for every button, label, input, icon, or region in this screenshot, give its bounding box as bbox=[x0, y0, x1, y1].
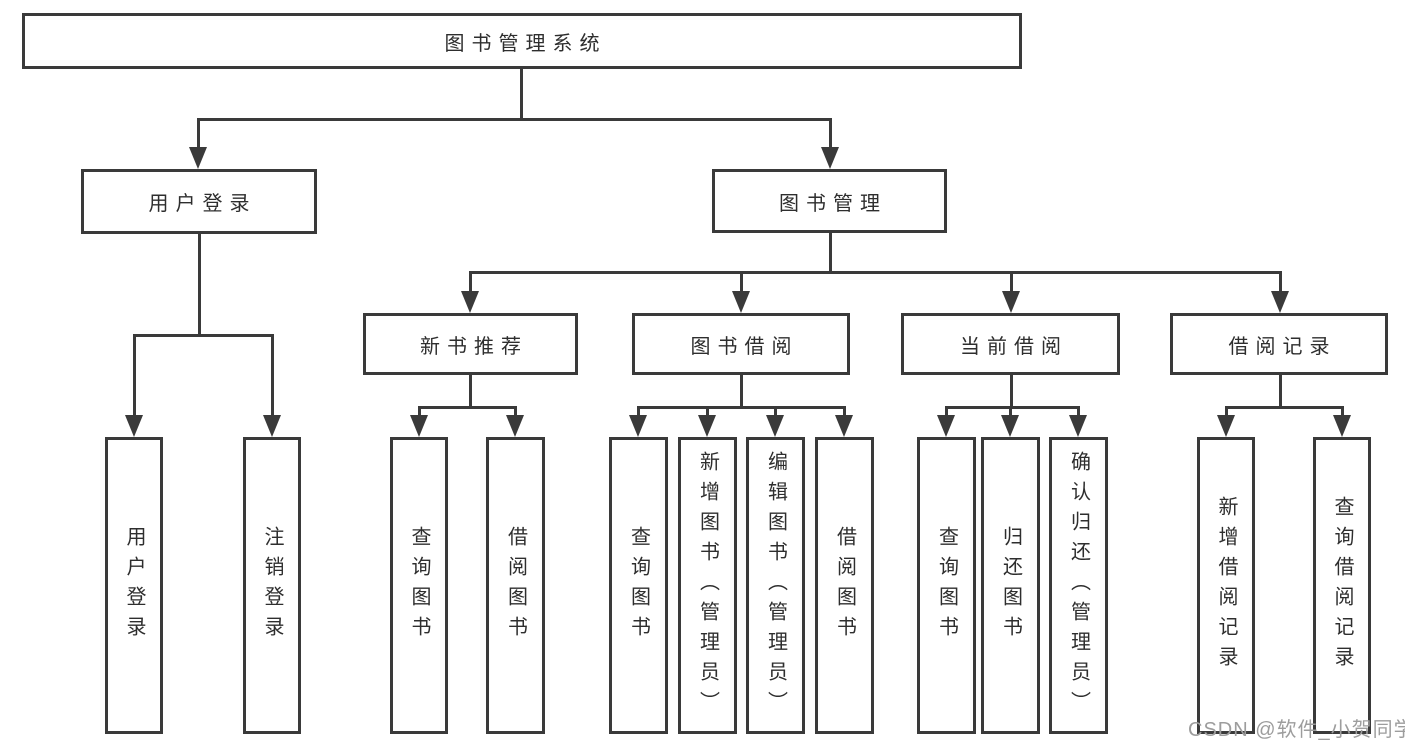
node-leaf-borrow-books-recommend: 借阅图书 bbox=[486, 437, 545, 734]
arrow-head-icon bbox=[835, 415, 853, 437]
arrow-head-icon bbox=[766, 415, 784, 437]
node-leaf-return-books: 归还图书 bbox=[981, 437, 1040, 734]
arrow-stem bbox=[944, 405, 948, 421]
arrow-stem bbox=[132, 333, 136, 421]
node-leaf-query-books-borrowing: 查询图书 bbox=[609, 437, 668, 734]
arrow-head-icon bbox=[698, 415, 716, 437]
node-leaf-user-login: 用户登录 bbox=[105, 437, 163, 734]
node-current-borrowing: 当前借阅 bbox=[901, 313, 1120, 375]
arrow-head-icon bbox=[506, 415, 524, 437]
connector-line bbox=[468, 375, 472, 409]
arrow-head-icon bbox=[1002, 291, 1020, 313]
connector-line bbox=[519, 69, 523, 121]
arrow-head-icon bbox=[1217, 415, 1235, 437]
arrow-head-icon bbox=[263, 415, 281, 437]
node-book-management: 图书管理 bbox=[712, 169, 947, 233]
node-leaf-logout: 注销登录 bbox=[243, 437, 301, 734]
connector-line bbox=[739, 375, 743, 409]
connector-line bbox=[1224, 405, 1344, 409]
node-leaf-add-books-admin: 新增图书（管理员） bbox=[678, 437, 737, 734]
connector-line bbox=[197, 234, 201, 337]
arrow-stem bbox=[1076, 405, 1080, 421]
node-leaf-confirm-return-admin: 确认归还（管理员） bbox=[1049, 437, 1108, 734]
arrow-head-icon bbox=[821, 147, 839, 169]
arrow-head-icon bbox=[732, 291, 750, 313]
arrow-stem bbox=[636, 405, 640, 421]
node-leaf-query-borrow-record: 查询借阅记录 bbox=[1313, 437, 1371, 734]
arrow-head-icon bbox=[1001, 415, 1019, 437]
arrow-stem bbox=[842, 405, 846, 421]
arrow-head-icon bbox=[1271, 291, 1289, 313]
node-system-root: 图书管理系统 bbox=[22, 13, 1022, 69]
connector-line bbox=[196, 117, 832, 121]
arrow-stem bbox=[1224, 405, 1228, 421]
node-user-login-group: 用户登录 bbox=[81, 169, 317, 234]
connector-line bbox=[468, 270, 1282, 274]
arrow-head-icon bbox=[125, 415, 143, 437]
node-leaf-borrow-books-borrowing: 借阅图书 bbox=[815, 437, 874, 734]
arrow-head-icon bbox=[1069, 415, 1087, 437]
arrow-head-icon bbox=[937, 415, 955, 437]
csdn-watermark: CSDN @软件_小贺同学 bbox=[1188, 719, 1405, 741]
arrow-stem bbox=[196, 117, 200, 153]
node-new-book-recommend: 新书推荐 bbox=[363, 313, 578, 375]
arrow-stem bbox=[417, 405, 421, 421]
arrow-stem bbox=[468, 270, 472, 297]
arrow-head-icon bbox=[189, 147, 207, 169]
node-borrowing-records: 借阅记录 bbox=[1170, 313, 1388, 375]
node-leaf-query-books-recommend: 查询图书 bbox=[390, 437, 448, 734]
node-book-borrowing: 图书借阅 bbox=[632, 313, 850, 375]
arrow-stem bbox=[739, 270, 743, 297]
connector-line bbox=[1278, 375, 1282, 409]
arrow-stem bbox=[705, 405, 709, 421]
node-leaf-query-books-current: 查询图书 bbox=[917, 437, 976, 734]
arrow-stem bbox=[270, 333, 274, 421]
arrow-head-icon bbox=[629, 415, 647, 437]
connector-line bbox=[1009, 375, 1013, 409]
node-leaf-edit-books-admin: 编辑图书（管理员） bbox=[746, 437, 805, 734]
arrow-head-icon bbox=[410, 415, 428, 437]
connector-line bbox=[417, 405, 517, 409]
arrow-stem bbox=[828, 117, 832, 153]
arrow-head-icon bbox=[461, 291, 479, 313]
connector-line bbox=[828, 233, 832, 274]
arrow-stem bbox=[513, 405, 517, 421]
arrow-head-icon bbox=[1333, 415, 1351, 437]
arrow-stem bbox=[1340, 405, 1344, 421]
arrow-stem bbox=[1278, 270, 1282, 297]
connector-line bbox=[132, 333, 274, 337]
arrow-stem bbox=[773, 405, 777, 421]
node-leaf-add-borrow-record: 新增借阅记录 bbox=[1197, 437, 1255, 734]
arrow-stem bbox=[1009, 270, 1013, 297]
arrow-stem bbox=[1008, 405, 1012, 421]
